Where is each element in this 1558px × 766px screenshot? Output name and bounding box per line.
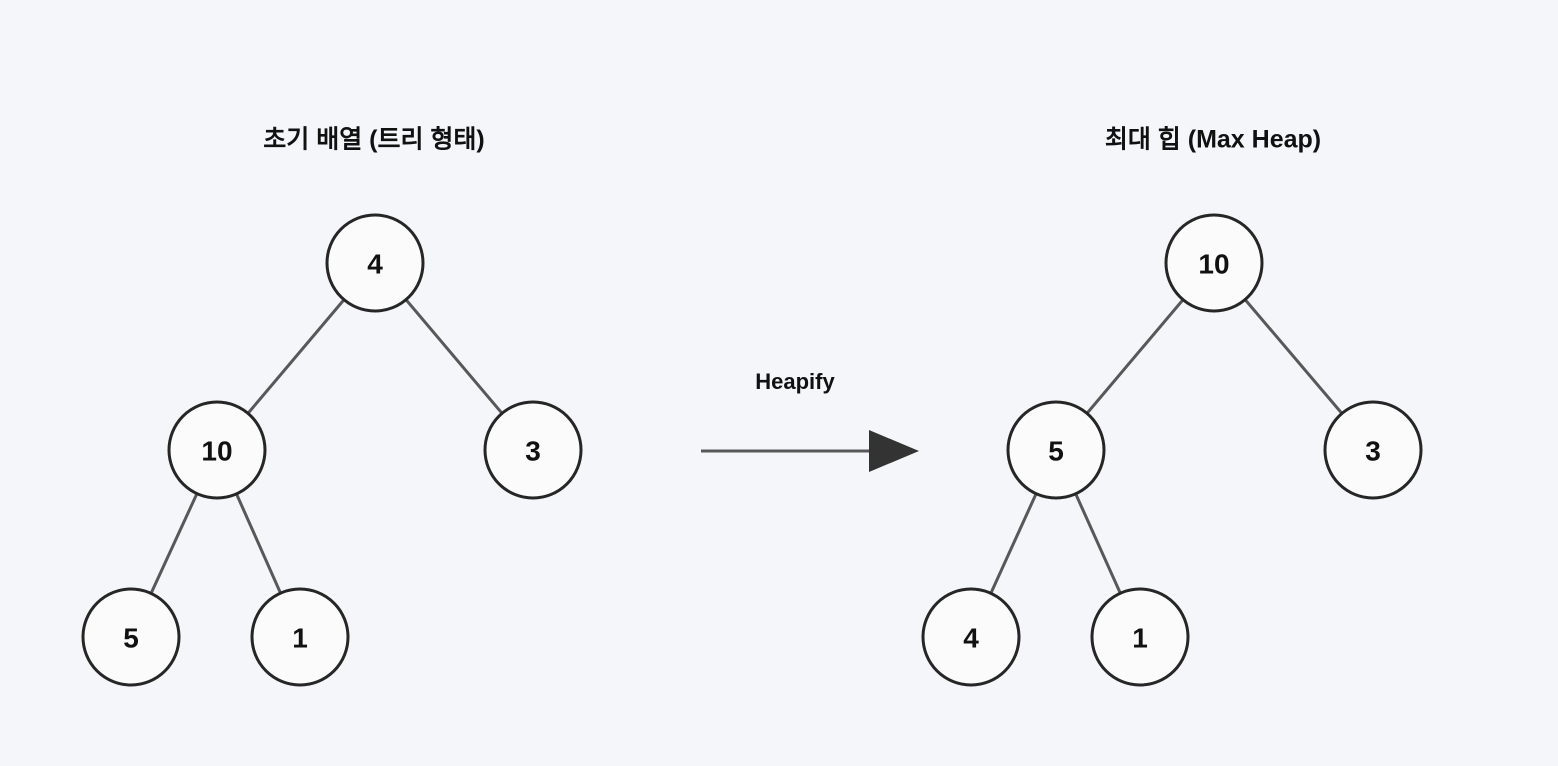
- node-circle[interactable]: [483, 400, 583, 500]
- tree-node[interactable]: 1: [250, 587, 350, 687]
- node-label: 10: [1198, 249, 1229, 280]
- node-circle[interactable]: [1323, 400, 1423, 500]
- right-tree-nodes: 10 5 3 4 1: [921, 213, 1423, 687]
- right-panel-title: 최대 힙 (Max Heap): [1105, 126, 1321, 154]
- node-label: 4: [367, 249, 383, 280]
- node-circle[interactable]: [81, 587, 181, 687]
- node-circle[interactable]: [167, 400, 267, 500]
- heapify-arrow: [701, 430, 919, 472]
- node-label: 4: [963, 623, 979, 654]
- node-circle[interactable]: [1164, 213, 1264, 313]
- node-label: 10: [201, 436, 232, 467]
- tree-node[interactable]: 3: [483, 400, 583, 500]
- heapify-label: Heapify: [755, 369, 835, 394]
- tree-node[interactable]: 10: [1164, 213, 1264, 313]
- node-circle[interactable]: [921, 587, 1021, 687]
- tree-node[interactable]: 5: [81, 587, 181, 687]
- node-label: 5: [1048, 436, 1064, 467]
- node-circle[interactable]: [325, 213, 425, 313]
- tree-node[interactable]: 4: [325, 213, 425, 313]
- node-label: 3: [525, 436, 541, 467]
- tree-node[interactable]: 1: [1090, 587, 1190, 687]
- left-tree-nodes: 4 10 3 5 1: [81, 213, 583, 687]
- tree-node[interactable]: 10: [167, 400, 267, 500]
- node-label: 1: [292, 623, 308, 654]
- left-panel-title: 초기 배열 (트리 형태): [263, 126, 485, 154]
- node-label: 5: [123, 623, 139, 654]
- tree-node[interactable]: 3: [1323, 400, 1423, 500]
- arrow-head-icon: [869, 430, 919, 472]
- node-circle[interactable]: [1006, 400, 1106, 500]
- node-label: 3: [1365, 436, 1381, 467]
- tree-node[interactable]: 4: [921, 587, 1021, 687]
- node-circle[interactable]: [1090, 587, 1190, 687]
- node-label: 1: [1132, 623, 1148, 654]
- node-circle[interactable]: [250, 587, 350, 687]
- tree-node[interactable]: 5: [1006, 400, 1106, 500]
